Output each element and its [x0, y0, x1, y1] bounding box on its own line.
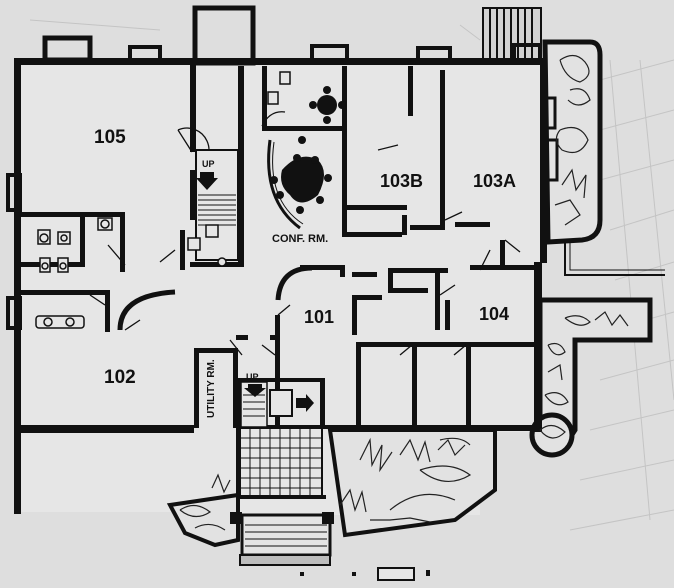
room-label-104: 104 [479, 304, 509, 324]
room-label-105: 105 [94, 127, 126, 148]
restroom-fixtures [35, 217, 227, 329]
stair-south: UP [240, 372, 314, 428]
door-swings [89, 95, 521, 356]
room-label-utility: UTILITY RM. [206, 359, 217, 418]
conference-table [270, 136, 332, 214]
curved-wall-conf [267, 139, 301, 230]
left-planter-plants [179, 473, 231, 531]
wall-bumpouts [6, 5, 559, 330]
room-label-101: 101 [304, 307, 334, 327]
stair-north-arrow-icon [196, 172, 218, 190]
room-label-103b: 103B [380, 171, 423, 191]
elevator [269, 389, 293, 417]
southeast-planter-plants [539, 311, 629, 439]
entry-steps [239, 513, 332, 566]
elevator-arrow-icon [296, 394, 314, 412]
curved-wall-conf-inner [272, 141, 304, 225]
stair-north-up-label: UP [202, 159, 215, 169]
stair-south-arrow-icon [244, 384, 266, 397]
east-strip-plants [554, 54, 591, 226]
curved-wall-101 [275, 265, 313, 301]
stair-north: UP [195, 149, 239, 261]
room-label-conf: CONF. RM. [272, 233, 328, 245]
room-label-103a: 103A [473, 171, 516, 191]
tiled-lobby [230, 427, 334, 524]
entry-planter-left [166, 492, 240, 548]
background-sketch-lines [29, 19, 674, 531]
site-marker [377, 567, 415, 581]
east-planter-strip [542, 39, 603, 245]
stair-south-up-label: UP [246, 372, 259, 382]
small-round-table [309, 86, 346, 124]
room-label-102: 102 [104, 367, 136, 388]
courtyard-plants [339, 437, 472, 523]
curved-wall-102 [117, 289, 176, 331]
